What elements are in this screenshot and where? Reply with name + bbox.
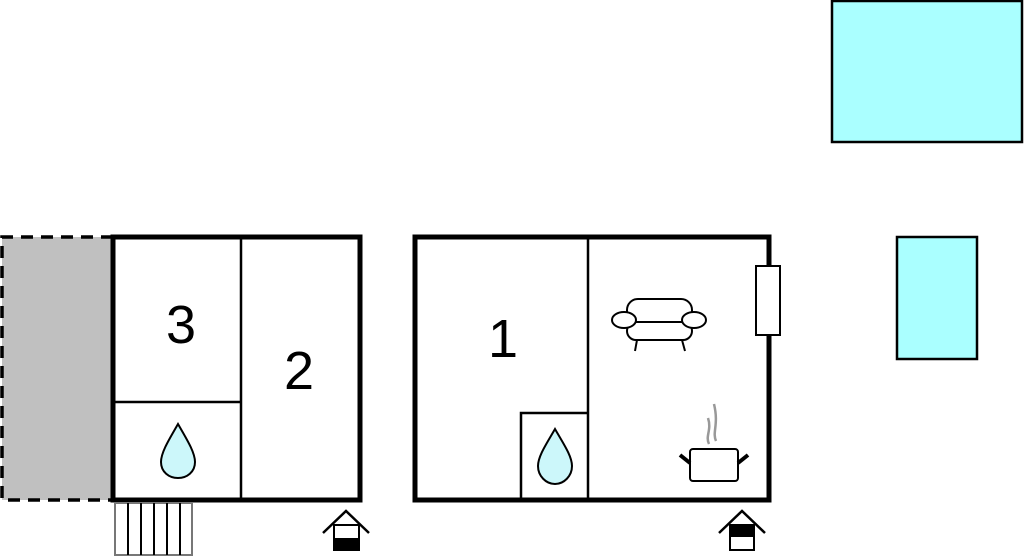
building-b: 1 [412,234,781,503]
terrace [0,235,113,502]
water-drop-icon [159,421,197,480]
building-a: 3 2 [110,234,363,503]
room-label-3: 3 [166,295,196,355]
window-icon [755,265,781,336]
water-drop-icon [536,426,574,486]
entrance-icon [718,509,766,551]
entrance-icon [322,509,370,551]
room-label-2: 2 [284,341,314,401]
pool-large [830,0,1024,144]
sofa-icon [611,298,707,352]
pool-small [895,235,979,361]
room-label-1: 1 [488,309,518,369]
stairs-icon [114,502,193,556]
cooking-pot-icon [678,403,750,482]
